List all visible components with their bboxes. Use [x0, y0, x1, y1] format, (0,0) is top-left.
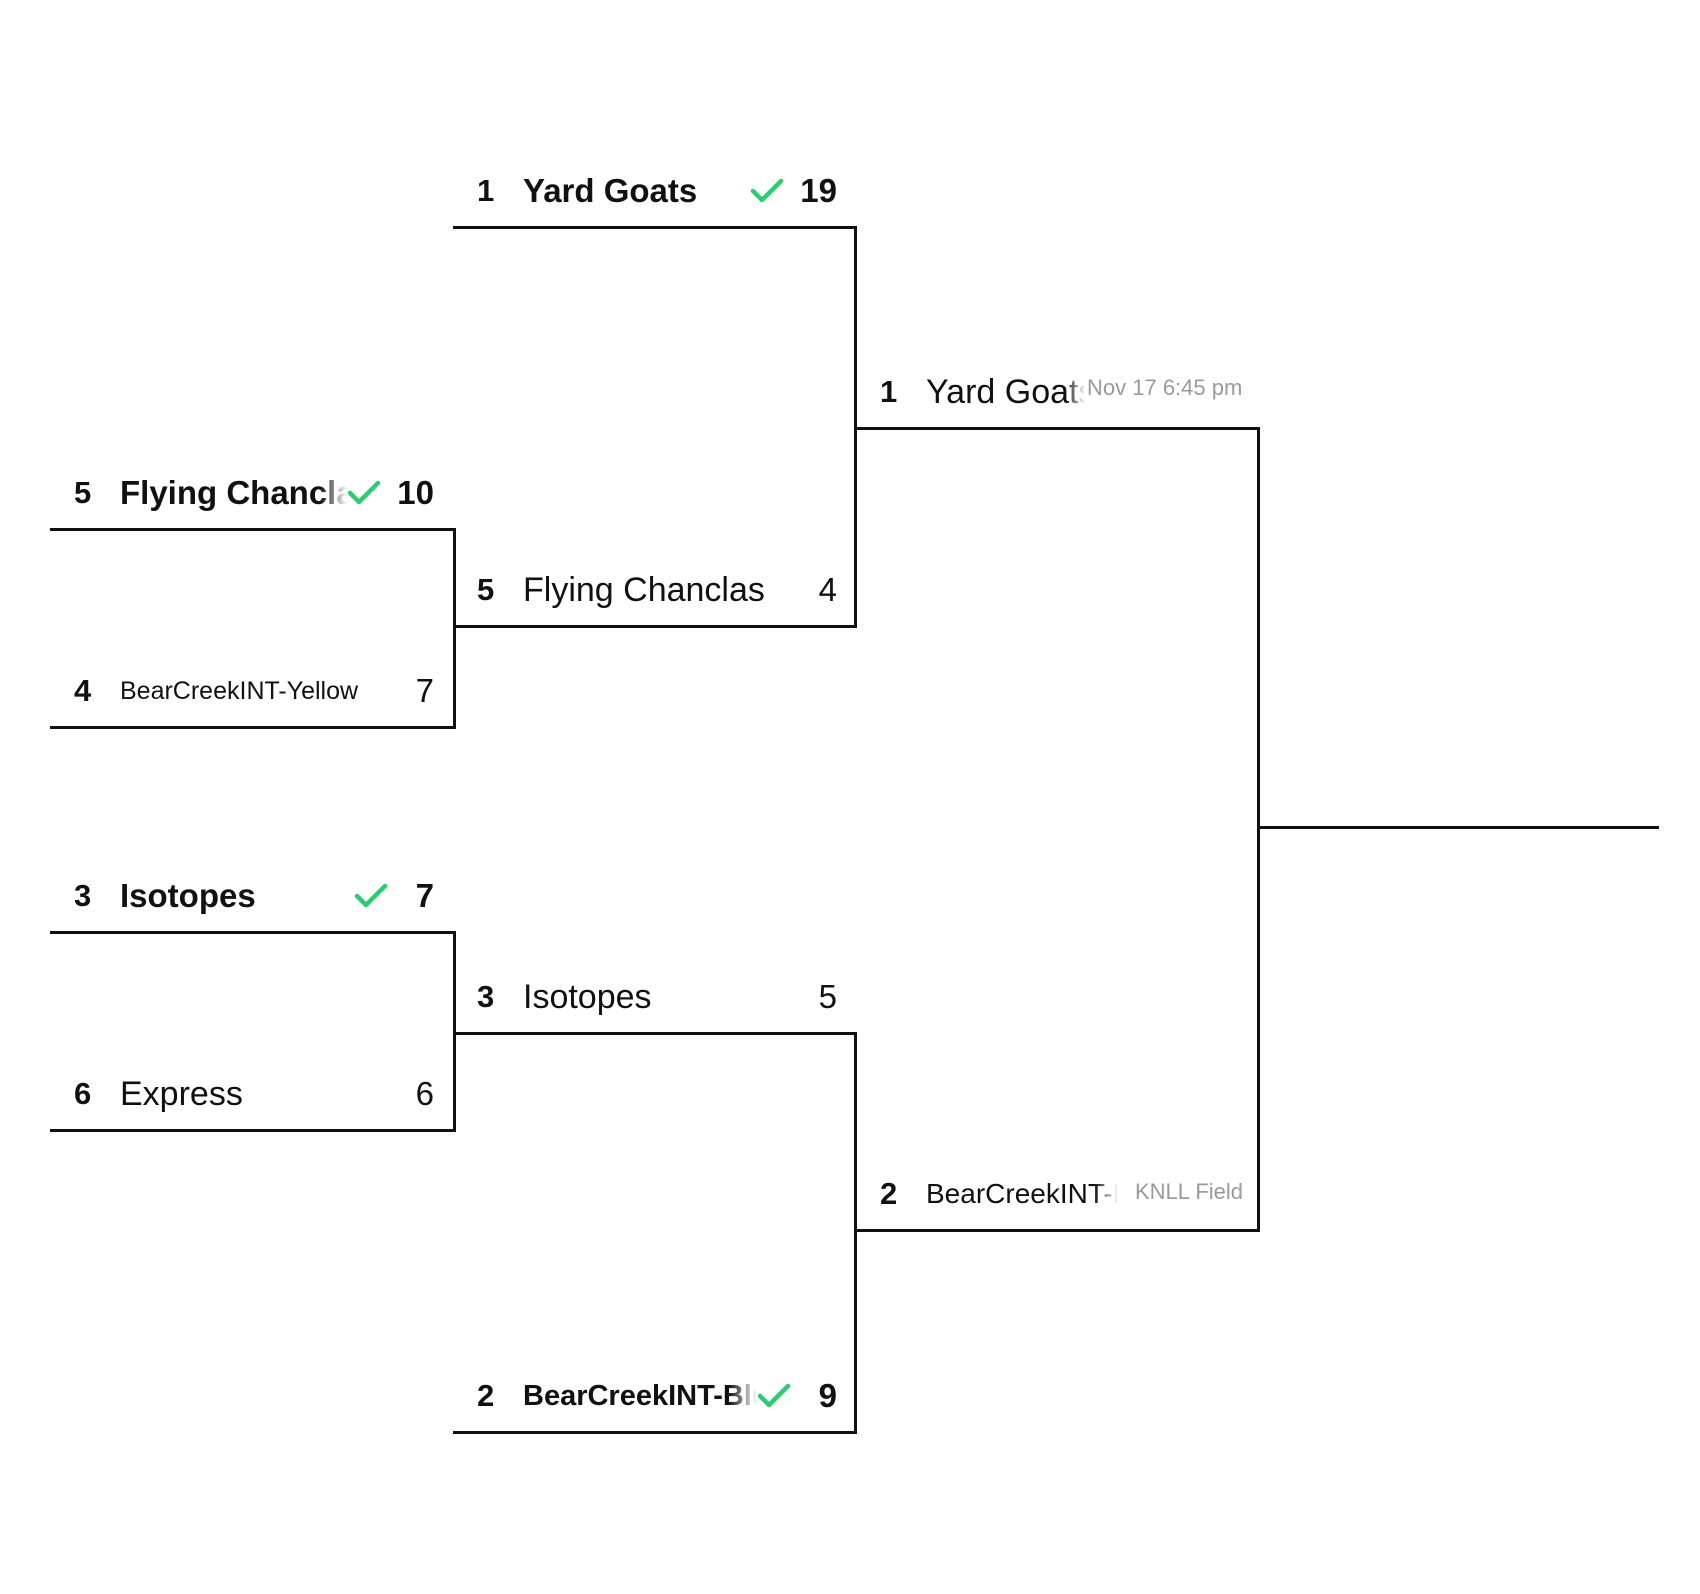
- team-name: BearCreekINT-Yellow: [120, 676, 359, 705]
- bracket-line: [50, 931, 456, 934]
- bracket-line: [453, 625, 857, 628]
- bracket-line: [453, 931, 456, 1132]
- seed-number: 3: [74, 878, 92, 913]
- bracket-line: [854, 1229, 1260, 1232]
- match-location: KNLL Field: [1135, 1179, 1244, 1204]
- seed-number: 6: [74, 1076, 92, 1111]
- team-score: 5: [818, 978, 837, 1015]
- seed-number: 5: [477, 572, 495, 607]
- team-name: Yard Goats: [523, 172, 698, 209]
- bracket-slot[interactable]: 3 Isotopes 7: [74, 866, 434, 926]
- team-name: Isotopes: [523, 977, 652, 1016]
- team-name: Yard Goats: [926, 372, 1085, 411]
- bracket-line: [1257, 427, 1260, 1232]
- team-score: 6: [415, 1075, 434, 1112]
- bracket-slot[interactable]: 6 Express 6: [74, 1064, 434, 1124]
- team-name: BearCreekINT-Blue: [523, 1379, 757, 1412]
- seed-number: 1: [880, 374, 898, 409]
- bracket-slot[interactable]: 5 Flying Chanclas 10: [74, 463, 434, 523]
- team-name: Express: [120, 1074, 243, 1113]
- check-icon: [347, 478, 381, 508]
- bracket-slot[interactable]: 2 BearCreekINT-Blue: [880, 1164, 1118, 1224]
- bracket-slot[interactable]: 4 BearCreekINT-Yellow 7: [74, 661, 434, 721]
- bracket-line: [854, 1032, 857, 1434]
- bracket-line: [50, 1129, 456, 1132]
- team-name: Flying Chanclas: [523, 570, 765, 609]
- bracket-line: [453, 1431, 857, 1434]
- team-name: Isotopes: [120, 877, 256, 914]
- check-icon: [354, 881, 388, 911]
- bracket-line: [854, 427, 1260, 430]
- team-score: 10: [397, 474, 434, 511]
- seed-number: 3: [477, 979, 495, 1014]
- bracket-slot[interactable]: 3 Isotopes 5: [477, 967, 837, 1027]
- bracket-line: [50, 528, 456, 531]
- team-name: Flying Chanclas: [120, 474, 348, 511]
- seed-number: 2: [477, 1378, 495, 1413]
- bracket-line: [453, 1032, 857, 1035]
- bracket-line: [50, 726, 456, 729]
- champion-line: [1257, 826, 1659, 829]
- bracket-line: [453, 226, 857, 229]
- bracket-slot[interactable]: 1 Yard Goats 19: [477, 161, 837, 221]
- team-score: 4: [818, 571, 837, 608]
- match-datetime: Nov 17 6:45 pm: [1087, 375, 1243, 400]
- seed-number: 5: [74, 475, 92, 510]
- team-score: 7: [415, 672, 434, 709]
- bracket-slot[interactable]: 5 Flying Chanclas 4: [477, 560, 837, 620]
- team-score: 7: [415, 877, 434, 914]
- seed-number: 4: [74, 673, 92, 708]
- check-icon: [750, 176, 784, 206]
- bracket-slot[interactable]: 2 BearCreekINT-Blue 9: [477, 1366, 837, 1426]
- team-name: BearCreekINT-Blue: [926, 1178, 1118, 1209]
- seed-number: 1: [477, 173, 495, 208]
- bracket-line: [453, 528, 456, 729]
- seed-number: 2: [880, 1176, 898, 1211]
- team-score: 19: [800, 172, 837, 209]
- team-score: 9: [818, 1377, 837, 1414]
- bracket-slot[interactable]: 1 Yard Goats: [880, 362, 1085, 422]
- check-icon: [757, 1381, 791, 1411]
